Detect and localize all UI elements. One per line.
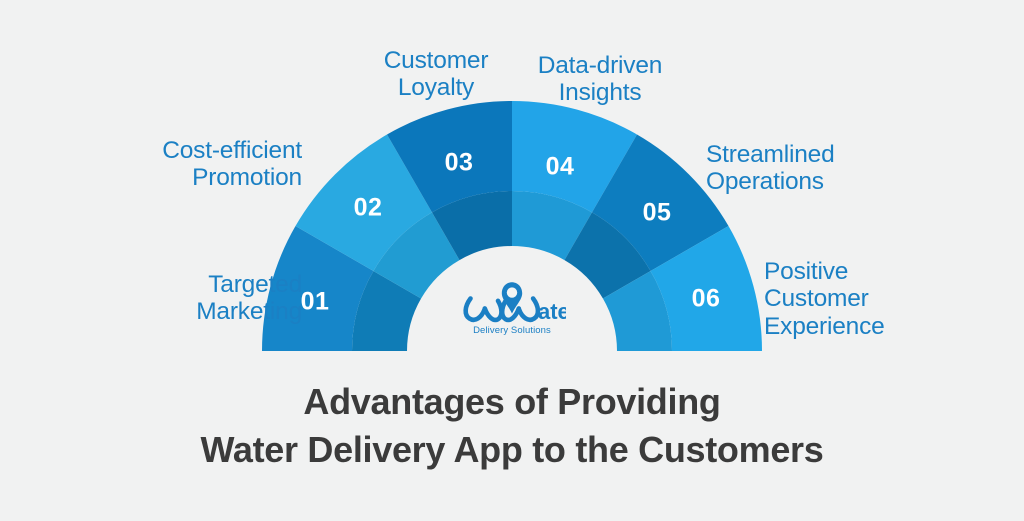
logo-wordmark-ater: ater — [538, 299, 566, 324]
page-title: Advantages of Providing Water Delivery A… — [0, 378, 1024, 473]
callout-label-customer-loyalty: Customer Loyalty — [383, 47, 489, 102]
ring-segment-outer-05[interactable] — [592, 134, 729, 271]
ring-segment-inner-05[interactable] — [564, 212, 651, 299]
logo-tagline: Delivery Solutions — [473, 325, 551, 336]
ring-segment-inner-03[interactable] — [432, 191, 512, 261]
brand-logo: ater Delivery Solutions — [437, 280, 587, 336]
water-drop-pin-w-icon: ater — [463, 282, 579, 324]
callout-label-positive-customer-experience: Positive Customer Experience — [764, 258, 885, 340]
ring-segment-inner-02[interactable] — [373, 212, 460, 299]
ring-segment-inner-06[interactable] — [602, 271, 672, 351]
ring-segment-outer-01[interactable] — [262, 226, 374, 351]
logo-mark: ater — [437, 280, 587, 326]
callout-label-data-driven-insights: Data-driven Insights — [537, 52, 663, 107]
page-title-line-1: Advantages of Providing — [303, 381, 721, 422]
map-pin-icon — [501, 282, 523, 314]
ring-segment-inner-01[interactable] — [352, 271, 422, 351]
ring-segment-outer-06[interactable] — [650, 226, 762, 351]
callout-label-targeted-marketing: Targeted Marketing — [196, 271, 302, 326]
ring-segment-outer-03[interactable] — [387, 101, 512, 213]
callout-label-streamlined-operations: Streamlined Operations — [706, 141, 835, 196]
ring-segment-outer-04[interactable] — [512, 101, 637, 213]
page-title-line-2: Water Delivery App to the Customers — [200, 428, 824, 470]
ring-segment-outer-02[interactable] — [295, 134, 432, 271]
callout-label-cost-efficient-promotion: Cost-efficient Promotion — [162, 137, 302, 192]
ring-segment-inner-04[interactable] — [512, 191, 592, 261]
